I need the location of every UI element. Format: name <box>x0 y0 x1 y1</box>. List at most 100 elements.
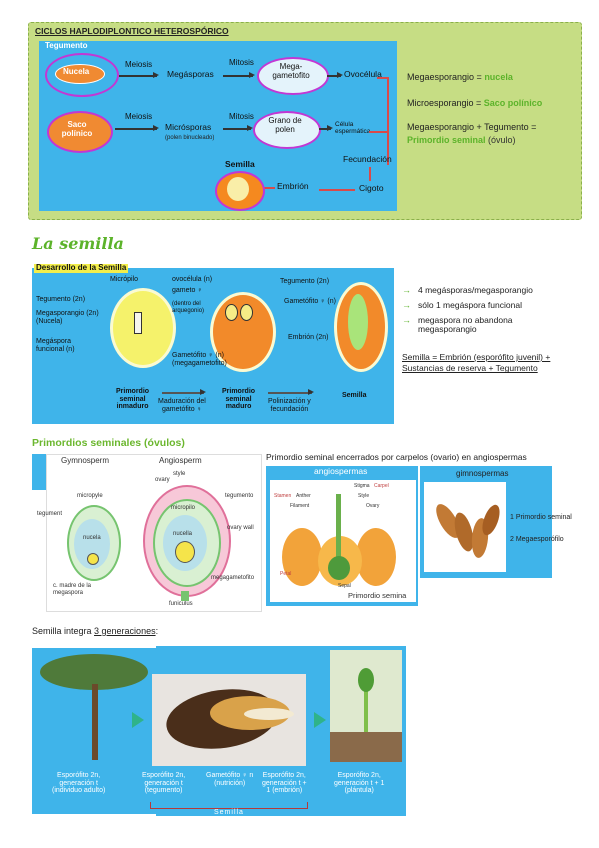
tegumento-2n-b-label: Tegumento (2n) <box>280 278 330 285</box>
cigoto-label: Cigoto <box>359 183 384 193</box>
funiculus-graphic <box>181 591 189 601</box>
embrion-to-semilla <box>261 187 275 189</box>
megagametofito-label: megagametofito <box>211 575 255 581</box>
eq2-text: Microesporangio = <box>407 98 484 108</box>
cycle-diagram: Tegumento Nucela Saco polínico Meiosis M… <box>39 41 397 211</box>
gen-label-2: Esporófito 2n, generación t (tegumento) <box>142 772 186 795</box>
fecundation-line-bottom <box>369 131 388 133</box>
note-2: sólo 1 megáspora funcional <box>418 300 522 310</box>
dentro-label: (dentro del arquegonio) <box>172 301 205 314</box>
cone-scale-figure <box>424 482 506 572</box>
mitosis-label-bottom: Mitosis <box>229 112 254 121</box>
note-arrow-2: → <box>402 300 411 310</box>
mitosis-arrow-bottom <box>223 125 253 131</box>
semilla-section-title: La semilla <box>32 234 124 253</box>
fecundation-line <box>387 77 389 165</box>
megasporas-label: Megásporas <box>167 69 214 79</box>
micropilo-label: Micrópilo <box>110 276 139 283</box>
primordios-title: Primordios seminales (óvulos) <box>32 437 185 449</box>
gen-label-3: Gametófito ♀ n (nutrición) <box>206 772 254 787</box>
arrow-right-2 <box>314 712 326 728</box>
angio-enclosed-title: Primordio seminal encerrados por carpelo… <box>266 452 527 462</box>
embrion-label: Embrión <box>277 181 309 191</box>
tegumento-label: Tegumento <box>45 41 88 50</box>
semilla-bracket <box>150 802 308 809</box>
funiculus-label: funiculus <box>169 601 193 607</box>
nucella-label: nucella <box>173 531 193 537</box>
angiospermas-label: angiospermas <box>314 466 368 476</box>
equation-primordio-a: Megaesporangio + Tegumento = <box>407 122 537 132</box>
megagametofito-label: Mega- gametofito <box>272 62 310 80</box>
eq3-suffix: (óvulo) <box>485 135 516 145</box>
gen-label-4: Esporófito 2n, generación t + 1 (embrión… <box>262 772 307 795</box>
gymnosperm-label: Gymnosperm <box>61 456 110 465</box>
flower-label-sepal: Sepal <box>338 583 351 589</box>
primordio-semina-label: Primordio semina <box>348 591 407 600</box>
microsporas-label: Micrósporas <box>165 122 212 132</box>
flower-label-style: Style <box>358 493 370 499</box>
ovule-comparison-figure: Gymnosperm Angiosperm micropyle tegument… <box>37 454 262 612</box>
angio-megagametofito-graphic <box>175 541 195 563</box>
grano-polen-label: Grano de polen <box>268 116 302 134</box>
eq1-highlight: nucela <box>484 72 513 82</box>
primordio-inmaduro-label: Primordio seminal inmaduro <box>116 388 150 411</box>
megaspora-funcional-label: Megáspora funcional (n) <box>36 338 75 353</box>
maduracion-arrow <box>162 389 206 395</box>
note-arrow-3: → <box>402 315 411 325</box>
fecundacion-label: Fecundación <box>343 154 392 164</box>
semilla-formula: Semilla = Embrión (esporófito juvenil) +… <box>402 352 551 374</box>
flower-label-petal: Petal <box>280 571 292 577</box>
style-label: style <box>173 471 186 477</box>
tegument-label: tegument <box>37 511 63 517</box>
grano-polen-oval <box>253 111 321 149</box>
seedling-stem-graphic <box>364 672 368 732</box>
ovocelula-label: Ovocélula <box>344 69 382 79</box>
equation-megasporangio: Megaesporangio = nucela <box>407 72 513 83</box>
eq1-text: Megaesporangio = <box>407 72 485 82</box>
generations-title: Semilla integra 3 generaciones: <box>32 626 159 637</box>
cycle-title: CICLOS HAPLODIPLONTICO HETEROSPÓRICO <box>35 26 229 36</box>
note-1: 4 megásporas/megasporangio <box>418 285 533 295</box>
gametofito-meg-label: Gametófito ♀ (n) (megagametofito) <box>172 352 227 367</box>
gymno-nucela-label: nucela <box>83 535 101 541</box>
microsporas-note: (polen binucleado) <box>165 135 215 141</box>
gameto-label: gameto ♀ <box>172 287 203 294</box>
ovary-label: ovary <box>155 477 170 483</box>
seed-embryo-graphic <box>227 177 249 201</box>
fecundation-arrow-down <box>369 167 371 181</box>
semilla-bracket-label: Semilla <box>214 809 244 816</box>
flower-label-stigma: Stigma <box>354 483 370 489</box>
ovocelula-label: ovocélula (n) <box>172 276 213 283</box>
arquegonio-left <box>225 304 238 321</box>
seedling-photo <box>330 650 402 762</box>
maduracion-label: Maduración del gametófito ♀ <box>158 398 206 413</box>
embryo-graphic <box>348 294 368 350</box>
saco-polinico-oval <box>47 111 113 153</box>
flower-label-anther: Anther <box>296 493 311 499</box>
c-madre-label: c. madre de la megaspora <box>53 583 92 596</box>
seed-development-title: Desarrollo de la Semilla <box>34 263 129 273</box>
megaspora-stack-graphic <box>134 312 142 334</box>
ovule-panel-left-strip <box>32 454 46 490</box>
gen-label-5: Esporófito 2n, generación t + 1 (plántul… <box>334 772 385 795</box>
to-ovocelula-arrow <box>327 72 343 78</box>
note-arrow-1: → <box>402 285 411 295</box>
polinizacion-label: Polinización y fecundación <box>268 398 311 413</box>
immature-ovule-graphic <box>110 288 176 368</box>
megagametofito-oval <box>257 57 329 95</box>
style-graphic <box>336 494 341 558</box>
generations-title-c: : <box>155 626 159 636</box>
angio-micropilo-label: micropilo <box>171 505 196 511</box>
eq2-highlight: Saco polínico <box>483 98 543 108</box>
primordio-maduro-label: Primordio seminal maduro <box>222 388 256 411</box>
flower-figure: angiospermas Stamen Anther Filament Stig… <box>270 466 416 602</box>
eq3-highlight: Primordio seminal <box>407 135 486 145</box>
flower-label-carpel: Carpel <box>374 483 389 489</box>
to-celula-arrow <box>319 125 333 131</box>
gymno-mother-cell <box>87 553 99 565</box>
fecundation-line-top <box>377 77 388 79</box>
tegumento-2n-label: Tegumento (2n) <box>36 296 86 303</box>
meiosis-label-bottom: Meiosis <box>125 112 153 121</box>
cigoto-to-embrion <box>319 189 355 191</box>
angiosperm-label: Angiosperm <box>159 456 202 465</box>
